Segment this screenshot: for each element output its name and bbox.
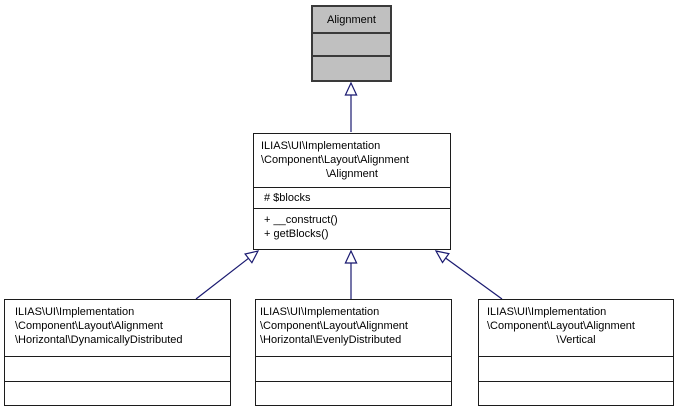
class-title-line: \Component\Layout\Alignment bbox=[261, 154, 409, 166]
inheritance-arrow-head-main-to-parent bbox=[344, 81, 358, 96]
attributes-compartment-empty bbox=[479, 356, 673, 381]
class-title: ILIAS\UI\Implementation \Component\Layou… bbox=[479, 300, 673, 356]
class-title-line: \Horizontal\EvenlyDistributed bbox=[260, 334, 402, 346]
attributes-compartment-empty bbox=[5, 356, 230, 381]
attribute-blocks: # $blocks bbox=[264, 192, 311, 204]
attributes-compartment-empty bbox=[256, 356, 451, 381]
attributes-compartment: # $blocks bbox=[254, 187, 450, 208]
class-title-line: \Horizontal\DynamicallyDistributed bbox=[15, 334, 183, 346]
inheritance-arrow-shaft-dynamically-distributed bbox=[195, 257, 249, 300]
method-getblocks: + getBlocks() bbox=[264, 228, 329, 240]
inheritance-arrow-head-dynamically-distributed bbox=[244, 250, 260, 264]
class-title: ILIAS\UI\Implementation \Component\Layou… bbox=[256, 300, 451, 356]
class-node-dynamically-distributed[interactable]: ILIAS\UI\Implementation \Component\Layou… bbox=[4, 299, 231, 406]
methods-compartment-empty bbox=[5, 381, 230, 405]
class-title-line: ILIAS\UI\Implementation bbox=[487, 306, 607, 318]
class-title-line: ILIAS\UI\Implementation bbox=[261, 140, 381, 152]
class-node-evenly-distributed[interactable]: ILIAS\UI\Implementation \Component\Layou… bbox=[255, 299, 452, 406]
methods-compartment-empty bbox=[256, 381, 451, 405]
class-node-alignment[interactable]: Alignment bbox=[311, 5, 392, 82]
class-title-line: ILIAS\UI\Implementation bbox=[15, 306, 135, 318]
class-title-line: \Alignment bbox=[326, 168, 378, 180]
class-title-line: ILIAS\UI\Implementation bbox=[260, 306, 380, 318]
inheritance-arrow-head-vertical bbox=[434, 250, 450, 264]
methods-compartment-empty bbox=[313, 55, 390, 80]
inheritance-arrow-head-evenly-distributed bbox=[344, 249, 358, 264]
methods-compartment: + __construct() + getBlocks() bbox=[254, 208, 450, 249]
class-title: ILIAS\UI\Implementation \Component\Layou… bbox=[254, 134, 450, 187]
inheritance-arrow-shaft-vertical bbox=[445, 257, 503, 300]
class-title: Alignment bbox=[327, 14, 376, 26]
class-node-vertical[interactable]: ILIAS\UI\Implementation \Component\Layou… bbox=[478, 299, 674, 406]
class-node-implementation-alignment[interactable]: ILIAS\UI\Implementation \Component\Layou… bbox=[253, 133, 451, 250]
class-title-line: \Component\Layout\Alignment bbox=[260, 320, 408, 332]
class-title-line: \Vertical bbox=[556, 334, 596, 346]
class-title-line: \Component\Layout\Alignment bbox=[15, 320, 163, 332]
method-construct: + __construct() bbox=[264, 214, 338, 226]
attributes-compartment-empty bbox=[313, 32, 390, 55]
class-title: ILIAS\UI\Implementation \Component\Layou… bbox=[5, 300, 230, 356]
class-title-line: \Component\Layout\Alignment bbox=[487, 320, 635, 332]
methods-compartment-empty bbox=[479, 381, 673, 405]
